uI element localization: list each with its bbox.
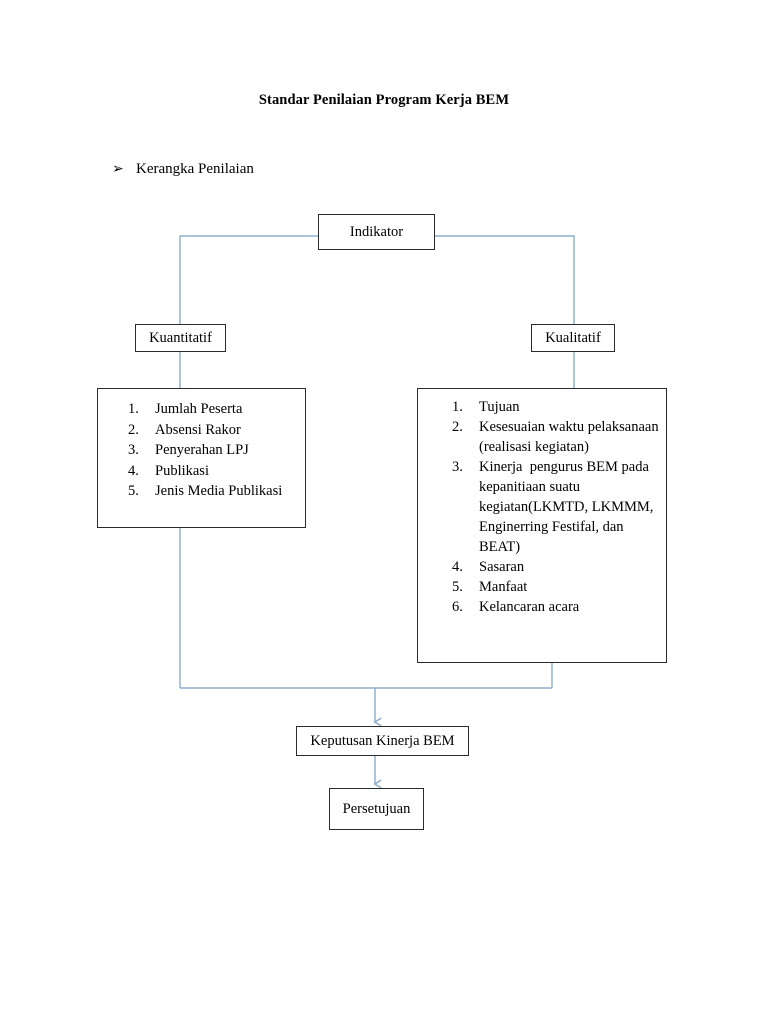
node-kualitatif-label: Kualitatif: [545, 329, 601, 346]
list-item: 1. Jumlah Peserta: [128, 399, 305, 419]
list-item-number: 2.: [128, 421, 139, 438]
list-item: 4. Sasaran: [452, 557, 666, 577]
node-indikator-label: Indikator: [349, 223, 404, 240]
list-item-label: Manfaat: [479, 579, 528, 595]
list-item: 5. Manfaat: [452, 577, 666, 597]
quantitative-criteria-box: 1. Jumlah Peserta 2. Absensi Rakor 3. Pe…: [97, 388, 306, 528]
list-item-label: Jenis Media Publikasi: [155, 483, 283, 499]
node-kuantitatif-label: Kuantitatif: [149, 329, 212, 346]
list-item-number: 1.: [452, 399, 463, 415]
list-item-number: 2.: [452, 419, 463, 435]
list-item-number: 4.: [452, 559, 463, 575]
list-item: 6. Kelancaran acara: [452, 597, 666, 617]
list-item-number: 1.: [128, 401, 139, 417]
list-item-number: 5.: [128, 483, 139, 499]
list-item: 5. Jenis Media Publikasi: [128, 481, 305, 501]
node-indikator: Indikator: [318, 214, 435, 250]
list-item: 3. Kinerja pengurus BEM pada kepanitiaan…: [452, 457, 666, 557]
list-item-number: 3.: [452, 459, 463, 475]
list-item-number: 6.: [452, 599, 463, 615]
section-heading-row: ➢ Kerangka Penilaian: [112, 159, 254, 179]
list-item-number: 5.: [452, 579, 463, 595]
list-item-label: Jumlah Peserta: [155, 401, 243, 417]
node-persetujuan: Persetujuan: [329, 788, 424, 830]
list-item-number: 3.: [128, 442, 139, 458]
list-item: 4. Publikasi: [128, 461, 305, 481]
list-item-label: Kelancaran acara: [479, 599, 580, 615]
node-kualitatif: Kualitatif: [531, 324, 615, 352]
node-keputusan-kinerja-bem: Keputusan Kinerja BEM: [296, 726, 469, 756]
node-persetujuan-label: Persetujuan: [342, 800, 411, 817]
page-title: Standar Penilaian Program Kerja BEM: [258, 92, 510, 108]
list-item-label: Kesesuaian waktu pelaksanaan (realisasi …: [479, 419, 663, 455]
qualitative-list: 1. Tujuan 2. Kesesuaian waktu pelaksanaa…: [418, 389, 666, 617]
list-item-label: Tujuan: [479, 399, 520, 415]
list-item-label: Publikasi: [155, 462, 209, 479]
list-item-label: Absensi Rakor: [155, 421, 241, 438]
section-heading-label: Kerangka Penilaian: [136, 161, 254, 177]
connector-indikator-to-kuantitatif: [179, 235, 318, 338]
arrow-bullet-icon: ➢: [112, 161, 124, 177]
quantitative-list: 1. Jumlah Peserta 2. Absensi Rakor 3. Pe…: [98, 389, 305, 501]
list-item: 1. Tujuan: [452, 397, 666, 417]
list-item-label: Kinerja pengurus BEM pada kepanitiaan su…: [479, 459, 658, 555]
qualitative-criteria-box: 1. Tujuan 2. Kesesuaian waktu pelaksanaa…: [417, 388, 667, 663]
list-item-label: Penyerahan LPJ: [155, 442, 249, 458]
node-keputusan-label: Keputusan Kinerja BEM: [310, 732, 455, 749]
connector-indikator-to-kualitatif: [435, 235, 575, 338]
list-item: 3. Penyerahan LPJ: [128, 440, 305, 460]
list-item-label: Sasaran: [479, 559, 525, 575]
list-item-number: 4.: [128, 462, 139, 479]
list-item: 2. Kesesuaian waktu pelaksanaan (realisa…: [452, 417, 666, 457]
list-item: 2. Absensi Rakor: [128, 420, 305, 440]
node-kuantitatif: Kuantitatif: [135, 324, 226, 352]
